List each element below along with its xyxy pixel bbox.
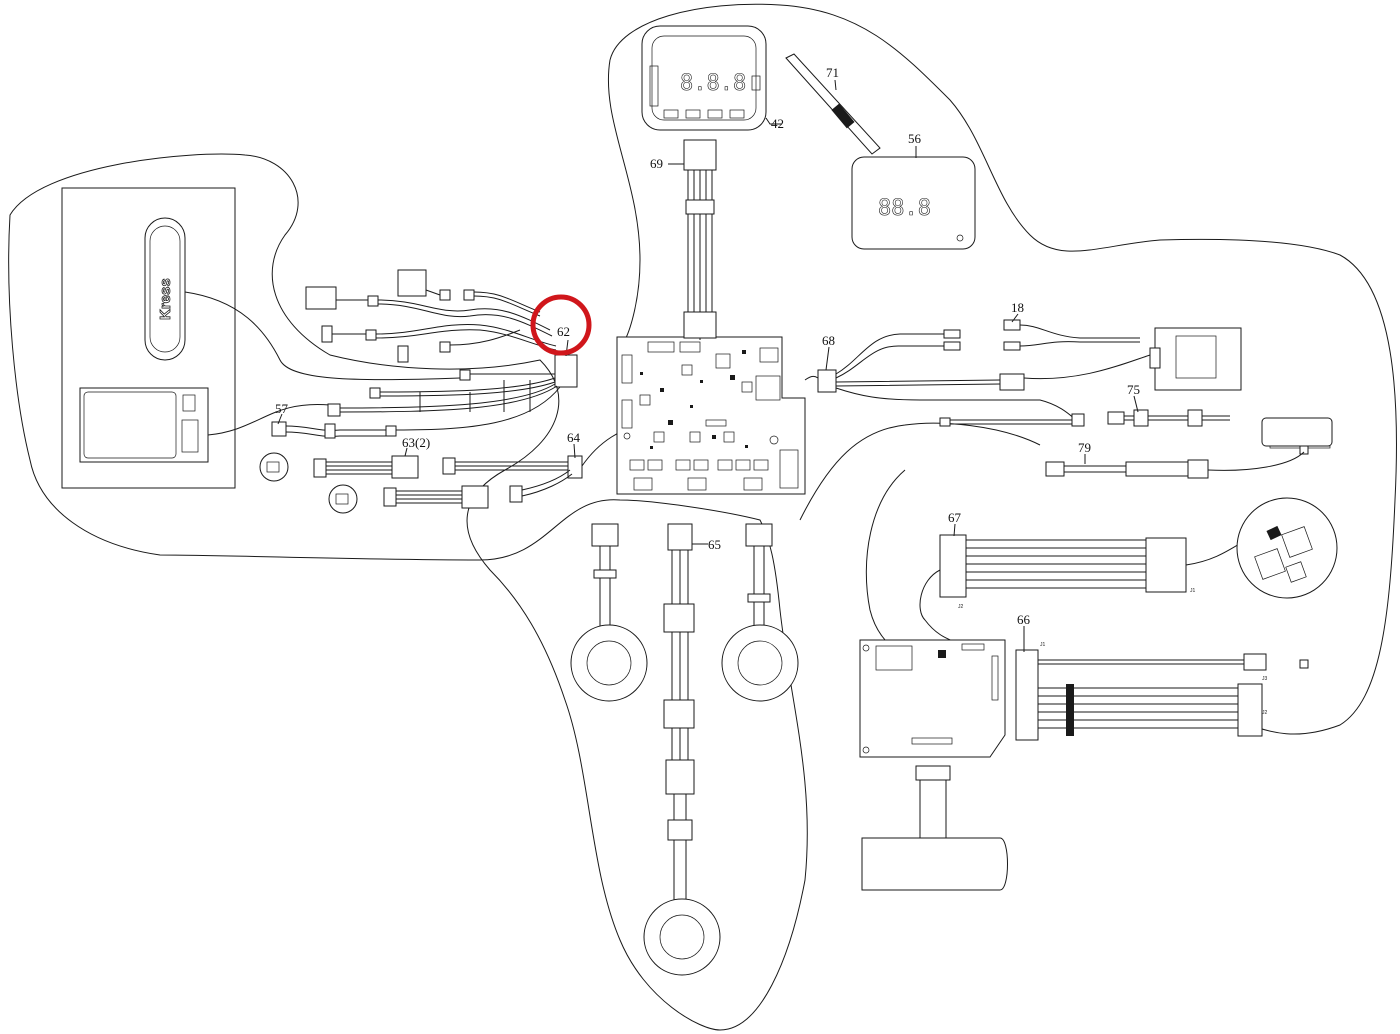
sensor-lead-18 bbox=[1003, 319, 1140, 351]
left-component-box bbox=[61, 187, 236, 489]
display-panel-42: 8.8.8 bbox=[641, 25, 767, 131]
label-64: 64 bbox=[567, 430, 581, 445]
part-labels: 42 71 56 69 62 68 18 75 57 64 63(2) 79 6… bbox=[275, 65, 1140, 652]
label-57: 57 bbox=[275, 401, 289, 416]
harness-57 bbox=[271, 421, 386, 439]
label-18: 18 bbox=[1011, 300, 1024, 315]
motor-assembly-right bbox=[721, 523, 799, 702]
connector-tags: J1 J2 J1 J2 J3 bbox=[958, 588, 1268, 716]
brand-wire bbox=[184, 291, 461, 381]
tag-j1-67: J1 bbox=[1190, 588, 1196, 594]
label-56: 56 bbox=[908, 131, 922, 146]
label-66: 66 bbox=[1017, 612, 1031, 627]
ribbon-cable-69 bbox=[683, 139, 717, 340]
label-67: 67 bbox=[948, 510, 962, 525]
board-terminal-row bbox=[629, 459, 769, 491]
motor-assembly-center bbox=[643, 523, 721, 976]
motor-assembly-left bbox=[570, 523, 648, 702]
ribbon-harness-66 bbox=[1015, 649, 1309, 741]
control-board-left bbox=[79, 387, 209, 463]
svg-text:8.8.8: 8.8.8 bbox=[680, 71, 746, 96]
tag-j1-66: J1 bbox=[1040, 642, 1046, 648]
round-sensor bbox=[1236, 497, 1338, 599]
label-75: 75 bbox=[1127, 382, 1140, 397]
navigation-board bbox=[859, 639, 1006, 758]
label-69: 69 bbox=[650, 156, 663, 171]
harness-64 bbox=[442, 419, 651, 503]
flat-cable-71 bbox=[785, 53, 881, 155]
harness-68 bbox=[804, 329, 1151, 427]
label-42: 42 bbox=[771, 116, 784, 131]
sensor-housing bbox=[1261, 417, 1333, 455]
label-62: 62 bbox=[557, 324, 570, 339]
board-wire bbox=[207, 403, 331, 436]
center-region-left-edge bbox=[607, 59, 641, 341]
right-lower-outline bbox=[799, 422, 1041, 521]
label-68: 68 bbox=[822, 333, 835, 348]
harness-75 bbox=[1107, 409, 1230, 427]
brand-badge: Kress bbox=[144, 217, 186, 361]
board-components bbox=[639, 350, 753, 449]
module-box bbox=[1149, 327, 1242, 391]
harness-63 bbox=[259, 452, 489, 514]
tag-j2-67: J2 bbox=[958, 604, 964, 610]
tag-j2-66: J2 bbox=[1262, 710, 1268, 716]
svg-text:88.8: 88.8 bbox=[878, 196, 931, 221]
center-region-outline bbox=[609, 3, 1397, 735]
label-79: 79 bbox=[1078, 440, 1091, 455]
left-region-outline bbox=[8, 153, 808, 1031]
label-63: 63(2) bbox=[402, 435, 430, 450]
ribbon-harness-67 bbox=[919, 534, 1256, 646]
harness-62 bbox=[305, 269, 578, 437]
tag-j3-66: J3 bbox=[1262, 676, 1268, 682]
label-65: 65 bbox=[708, 537, 721, 552]
label-71: 71 bbox=[826, 65, 839, 80]
camera-assembly bbox=[861, 765, 1008, 891]
highlight-circle-62 bbox=[530, 294, 592, 356]
main-control-board bbox=[616, 336, 806, 495]
display-panel-56: 88.8 bbox=[851, 156, 976, 250]
brand-text: Kress bbox=[157, 278, 174, 320]
harness-79 bbox=[1045, 451, 1305, 479]
